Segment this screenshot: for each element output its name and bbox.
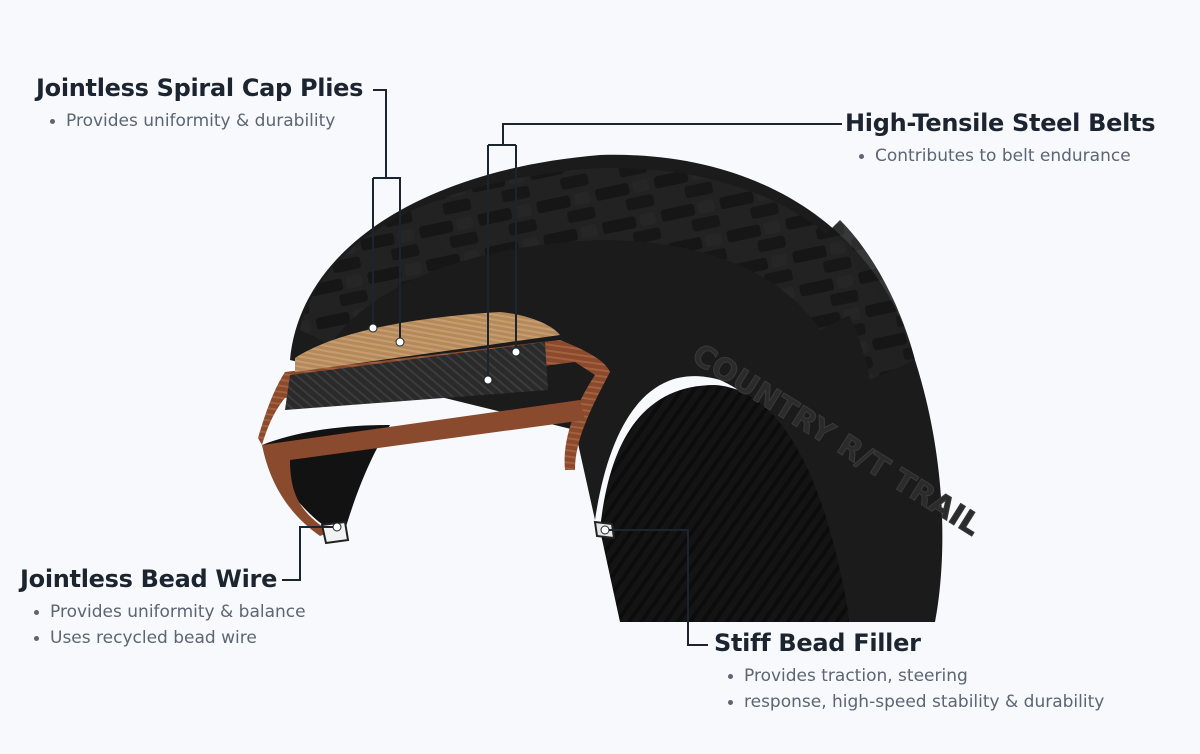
leader-steel-belts bbox=[487, 123, 842, 380]
callout-bead-wire: Jointless Bead Wire Provides uniformity … bbox=[20, 565, 306, 651]
dot-cap-ply-1 bbox=[368, 323, 378, 333]
callout-title: Jointless Bead Wire bbox=[20, 565, 278, 593]
shoulder-lugs bbox=[810, 220, 915, 380]
dot-steel-belt-1 bbox=[483, 375, 493, 385]
callout-title: Stiff Bead Filler bbox=[714, 629, 921, 657]
bullet-item: Contributes to belt endurance bbox=[845, 143, 1155, 169]
dot-steel-belt-2 bbox=[511, 347, 521, 357]
dot-bead-wire bbox=[332, 522, 342, 532]
bullet-item: Provides traction, steering bbox=[714, 663, 1104, 689]
dot-bead-filler bbox=[600, 525, 610, 535]
dot-cap-ply-2 bbox=[395, 337, 405, 347]
leader-lines bbox=[282, 89, 842, 646]
cap-ply-layer bbox=[295, 312, 560, 372]
bullet-item: Uses recycled bead wire bbox=[20, 625, 306, 651]
bullet-list: Provides uniformity & balance Uses recyc… bbox=[20, 599, 306, 651]
steel-belt-layer bbox=[285, 342, 548, 410]
bullet-item: Provides uniformity & balance bbox=[20, 599, 306, 625]
callout-bead-filler: Stiff Bead Filler Provides traction, ste… bbox=[714, 629, 1104, 715]
tire-inner-cavity bbox=[600, 385, 850, 622]
tread-pattern bbox=[300, 167, 880, 345]
callout-title: High-Tensile Steel Belts bbox=[845, 109, 1156, 137]
leader-dots bbox=[332, 323, 610, 535]
bullet-item: Provides uniformity & durability bbox=[36, 108, 363, 134]
bullet-list: Provides uniformity & durability bbox=[36, 108, 363, 134]
callout-steel-belts: High-Tensile Steel Belts Contributes to … bbox=[845, 109, 1155, 169]
body-ply-bottom bbox=[262, 400, 585, 536]
leader-bead-filler bbox=[605, 529, 708, 646]
leader-bead-wire bbox=[282, 526, 337, 581]
bullet-list: Contributes to belt endurance bbox=[845, 143, 1155, 169]
bullet-list: Provides traction, steering response, hi… bbox=[714, 663, 1104, 715]
bullet-item: response, high-speed stability & durabil… bbox=[714, 689, 1104, 715]
callout-title: Jointless Spiral Cap Plies bbox=[36, 74, 364, 102]
callout-cap-plies: Jointless Spiral Cap Plies Provides unif… bbox=[36, 74, 363, 134]
leader-cap-plies bbox=[372, 89, 401, 342]
